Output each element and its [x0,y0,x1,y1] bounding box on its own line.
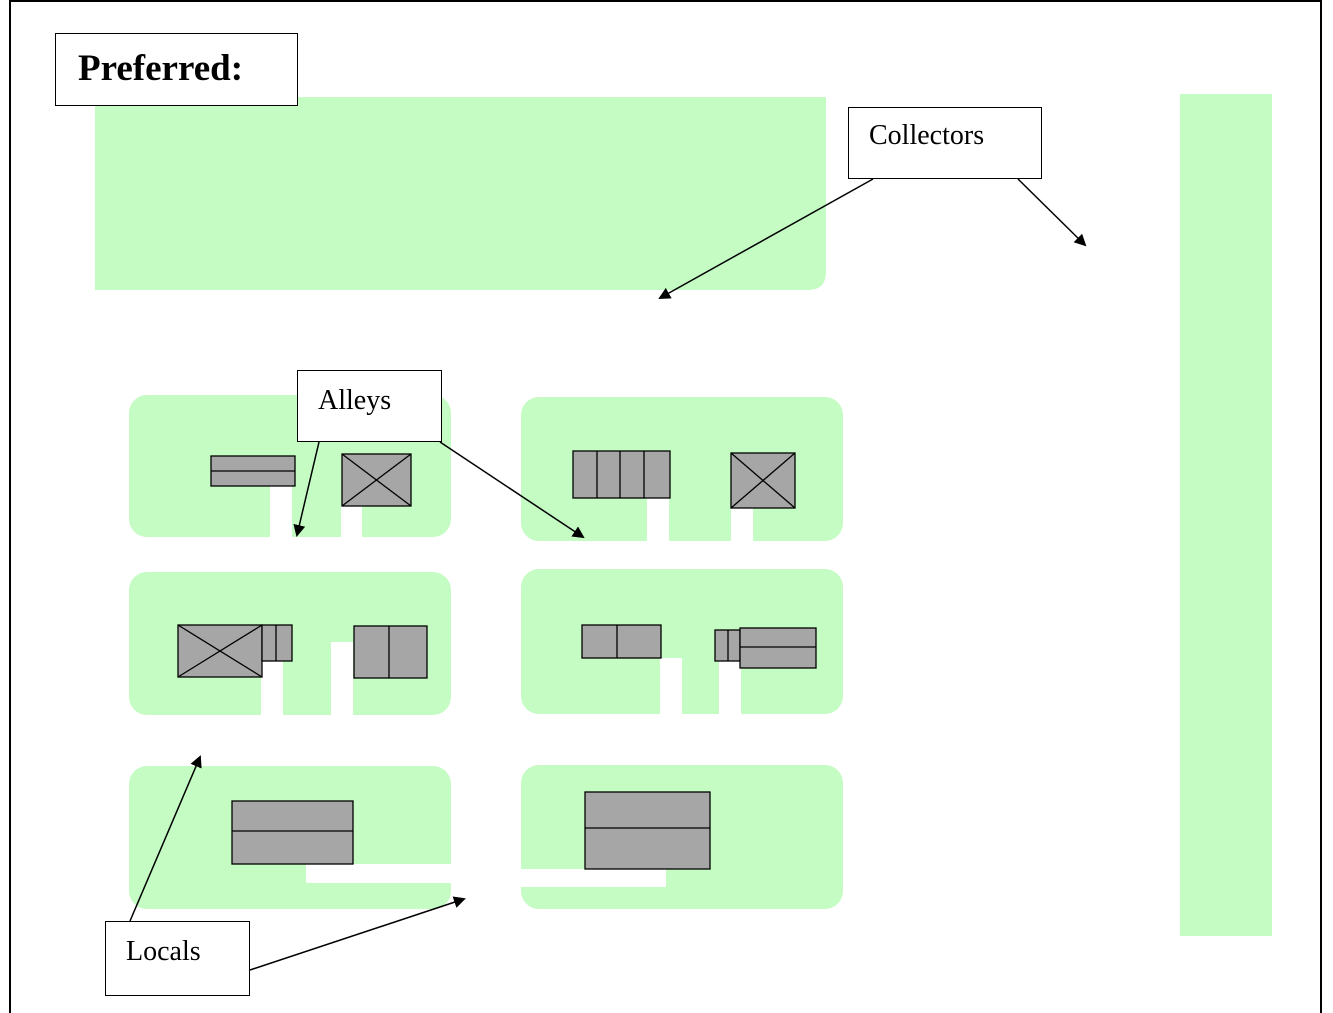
block-middle-right [521,569,843,714]
building [714,629,741,662]
collectors-arrow-right [1017,178,1087,247]
driveway [270,486,292,538]
alleys-arrow-right [439,441,585,539]
building [572,450,671,499]
diagram-frame [9,0,1322,1013]
driveway [520,869,666,887]
building [581,624,662,659]
building [210,455,296,487]
alley-cuts [261,486,753,887]
building [341,453,412,507]
locals-label: Locals [105,921,250,996]
locals-arrow-right [249,896,466,971]
top-green-area [95,97,826,290]
title-label: Preferred: [55,33,298,106]
alleys-arrow-left [293,441,320,537]
building [730,452,796,509]
building [231,800,354,865]
driveway [306,864,452,883]
driveway [331,642,353,716]
building [739,627,817,669]
driveway [660,658,682,715]
building [177,624,263,678]
building [584,791,711,870]
driveway [647,498,669,542]
locals-arrow-up [129,755,202,922]
driveway [261,660,283,716]
alleys-label: Alleys [297,370,442,442]
right-green-strip [1180,94,1272,936]
driveway [731,508,753,542]
collectors-label: Collectors [848,107,1042,179]
building [261,624,293,662]
building [353,625,428,679]
collectors-arrow-left [658,178,874,299]
driveway [341,506,362,538]
driveway [719,658,741,715]
